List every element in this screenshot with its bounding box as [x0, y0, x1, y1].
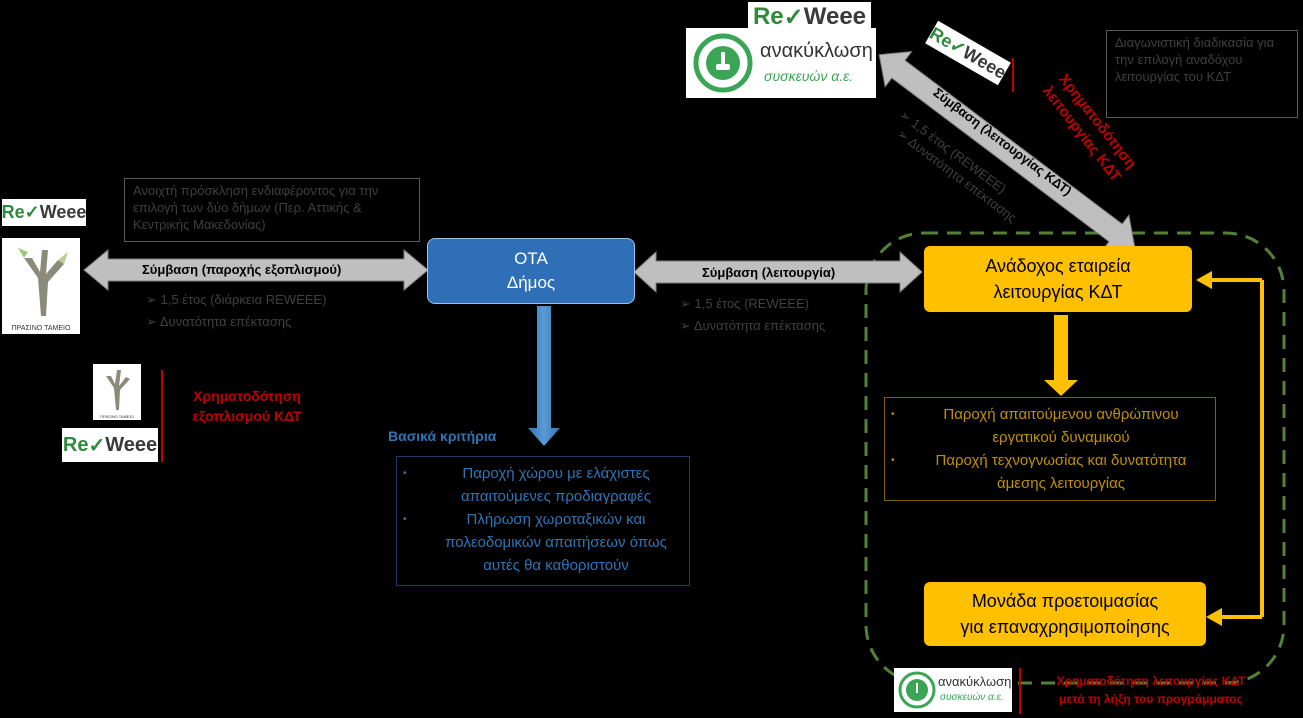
green-fund-text-small: ΠΡΑΣΙΝΟ ΤΑΜΕΙΟ: [100, 414, 134, 419]
equipment-funding-text: Χρηματοδότηση εξοπλισμού ΚΔΤ: [172, 386, 322, 426]
criteria-item: • Παροχή χώρου με ελάχιστες απαιτούμενες…: [403, 462, 683, 508]
equipment-funding-line-2: εξοπλισμού ΚΔΤ: [192, 408, 302, 424]
tree-icon-small: [106, 370, 130, 410]
provides-item: • Παροχή τεχνογνωσίας και δυνατότητα άμε…: [891, 449, 1209, 495]
equipment-funding-line-1: Χρηματοδότηση: [193, 388, 301, 404]
contractor-region-border: [864, 231, 1286, 685]
anakyklosi-subtext-small: συσκευών α.ε.: [940, 692, 1004, 703]
criteria-down-arrow: [528, 306, 560, 446]
contractor-down-arrow: [1044, 315, 1078, 396]
reweee-logo-top: Re✓Weee: [748, 2, 871, 32]
ota-label: ΟΤΑ: [514, 249, 548, 268]
reweee-logo-small: Re✓Weee: [62, 428, 158, 462]
anakyklosi-logo-bottom: ανακύκλωση συσκευών α.ε.: [894, 668, 1012, 712]
operation-contract-arrow: [633, 250, 923, 294]
contractor-provides-list: • Παροχή απαιτούμενου ανθρώπινου εργατικ…: [891, 403, 1209, 495]
recycle-plug-icon-small: [898, 671, 936, 709]
bullet-dot: •: [403, 514, 407, 525]
equipment-contract-label: Σύμβαση (παροχής εξοπλισμού): [142, 262, 342, 277]
criteria-title: Βασικά κριτήρια: [388, 428, 497, 444]
prep-line-1: Μονάδα προετοιμασίας: [971, 591, 1159, 611]
green-fund-text: ΠΡΑΣΙΝΟ ΤΑΜΕΙΟ: [11, 325, 71, 332]
after-funding-line-2: μετά τη λήξη του προγράμματος: [1059, 692, 1243, 706]
municipality-label: Δήμος: [506, 273, 556, 292]
anakyklosi-logo-top: ανακύκλωση συσκευών α.ε.: [686, 28, 876, 98]
green-fund-logo: ΠΡΑΣΙΝΟ ΤΑΜΕΙΟ: [2, 238, 80, 334]
equipment-bullet-1: ➢ 1,5 έτος (διάρκεια REWEEE): [146, 292, 327, 307]
recycle-plug-icon: [693, 33, 753, 93]
after-funding-line-1: Χρηματοδότηση λειτουργίας ΚΔΤ: [1056, 674, 1246, 688]
prep-reuse-node: Μονάδα προετοιμασίας για επαναχρησιμοποί…: [924, 582, 1206, 646]
provides-item: • Παροχή απαιτούμενου ανθρώπινου εργατικ…: [891, 403, 1209, 449]
contractor-line-2: λειτουργίας ΚΔΤ: [993, 282, 1123, 302]
equipment-bullet-2: ➢ Δυνατότητα επέκτασης: [146, 314, 292, 329]
contractor-node: Ανάδοχος εταιρεία λειτουργίας ΚΔΤ: [924, 246, 1192, 312]
prep-line-2: για επαναχρησιμοποίησης: [960, 617, 1170, 637]
ota-municipality-node: ΟΤΑ Δήμος: [427, 238, 635, 304]
tree-icon: [18, 248, 68, 316]
bullet-dot: •: [891, 455, 895, 466]
operation-bullet-1: ➢ 1,5 έτος (REWEEE): [680, 296, 810, 311]
reweee-logo-left: Re✓Weee: [2, 199, 86, 226]
after-program-funding-text: Χρηματοδότηση λειτουργίας ΚΔΤ μετά τη λή…: [1026, 672, 1276, 708]
bullet-dot: •: [403, 468, 407, 479]
criteria-item: • Πλήρωση χωροταξικών και πολεοδομικών α…: [403, 508, 683, 577]
contractor-line-1: Ανάδοχος εταιρεία: [985, 256, 1131, 276]
criteria-list: • Παροχή χώρου με ελάχιστες απαιτούμενες…: [403, 462, 683, 577]
operation-contract-label: Σύμβαση (λειτουργία): [702, 265, 836, 280]
loop-arrowhead-bottom: [1206, 608, 1222, 626]
open-call-note: Ανοιχτή πρόσκληση ενδιαφέροντος για την …: [124, 178, 420, 242]
anakyklosi-text: ανακύκλωση: [760, 40, 873, 62]
tender-note: Διαγωνιστική διαδικασία για την επιλογή …: [1106, 30, 1298, 118]
green-fund-logo-small: ΠΡΑΣΙΝΟ ΤΑΜΕΙΟ: [93, 364, 141, 420]
anakyklosi-text-small: ανακύκλωση: [938, 674, 1012, 689]
contractor-provides-box: • Παροχή απαιτούμενου ανθρώπινου εργατικ…: [884, 397, 1216, 501]
anakyklosi-subtext: συσκευών α.ε.: [764, 68, 854, 84]
criteria-list-box: • Παροχή χώρου με ελάχιστες απαιτούμενες…: [396, 456, 690, 586]
loop-arrowhead-top: [1196, 271, 1212, 289]
operation-bullet-2: ➢ Δυνατότητα επέκτασης: [680, 318, 826, 333]
bullet-dot: •: [891, 409, 895, 420]
